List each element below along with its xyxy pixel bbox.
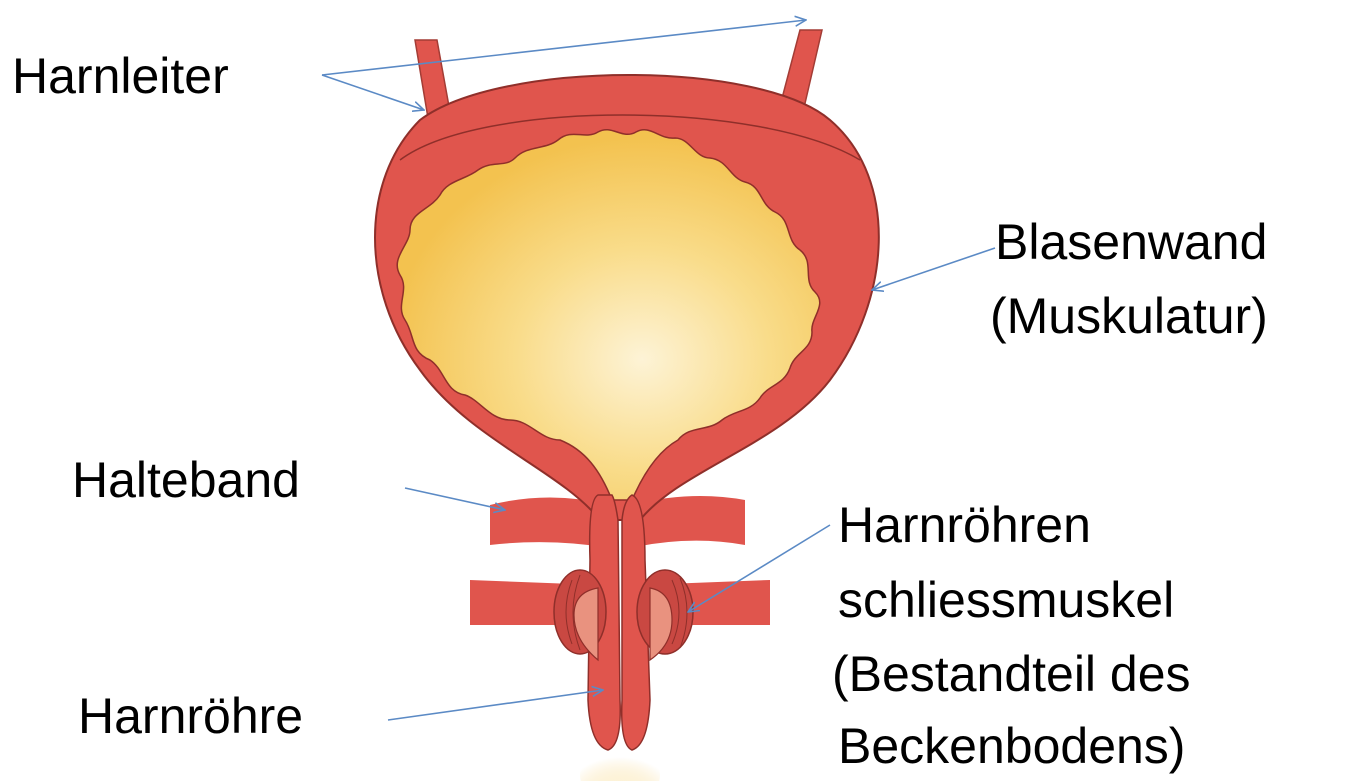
label-sphincter-line1: Harnröhren	[838, 495, 1091, 555]
left-sphincter	[554, 570, 606, 660]
arrow-ureter-left	[322, 75, 424, 110]
label-urethra: Harnröhre	[78, 686, 303, 746]
arrow-bladder-wall	[872, 248, 995, 290]
label-ligament: Halteband	[72, 450, 300, 510]
label-bladder-wall-line1: Blasenwand	[995, 212, 1267, 272]
arrow-urethra	[388, 690, 603, 720]
urine-flow-glow	[580, 745, 660, 781]
label-ureter: Harnleiter	[12, 46, 229, 106]
label-sphincter-line4: Beckenbodens)	[838, 716, 1185, 776]
label-bladder-wall-line2: (Muskulatur)	[990, 286, 1268, 346]
label-sphincter-line2: schliessmuskel	[838, 570, 1174, 630]
arrow-ligament	[405, 488, 505, 510]
label-sphincter-line3: (Bestandteil des	[832, 644, 1191, 704]
arrow-ureter-right	[322, 20, 806, 75]
